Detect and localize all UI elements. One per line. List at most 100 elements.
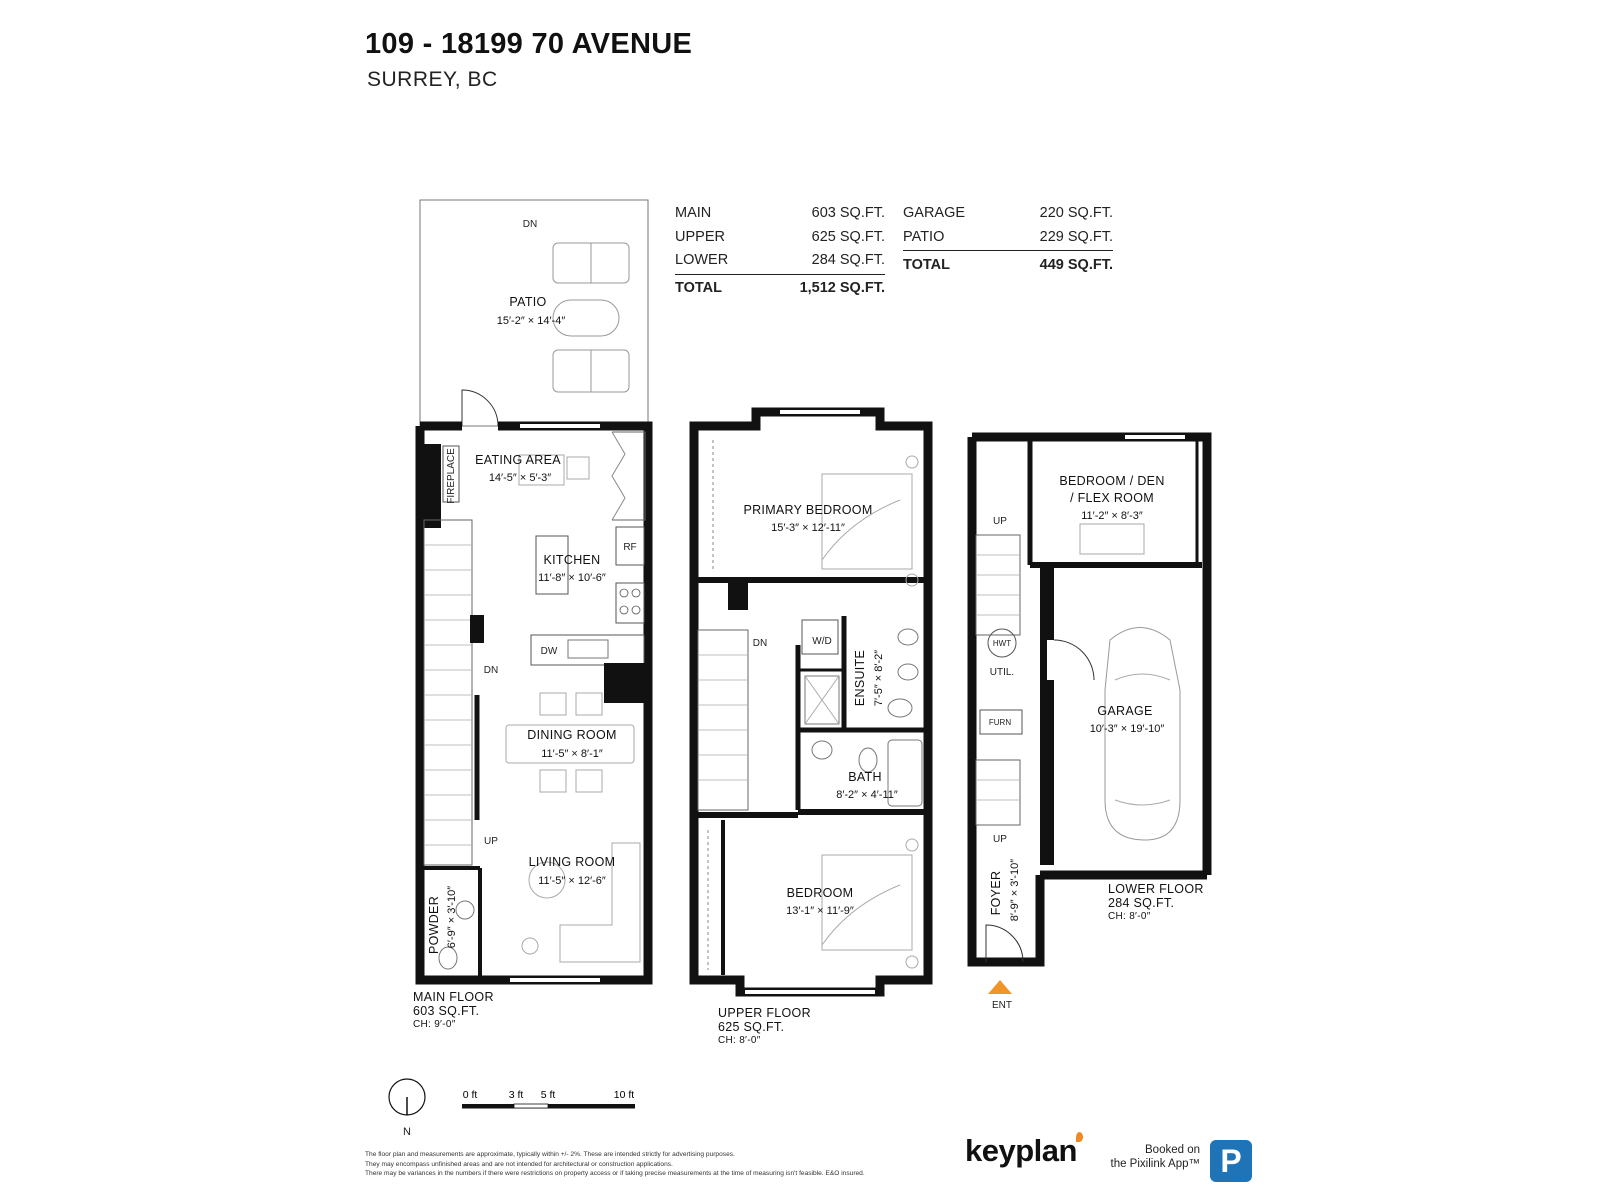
area-label: PATIO	[903, 229, 945, 245]
area-label: LOWER	[675, 252, 729, 268]
ensuite-toilet-icon	[887, 698, 913, 718]
dining-room-name: DINING ROOM	[527, 728, 616, 742]
keyplan-logo-mark-icon	[1076, 1132, 1083, 1142]
lower-stairs	[975, 534, 1021, 636]
stove-icon	[615, 582, 645, 624]
area-table-living: MAIN 603 SQ.FT. UPPER 625 SQ.FT. LOWER 2…	[675, 205, 885, 305]
keyplan-logo[interactable]: keyplan	[965, 1133, 1077, 1168]
powder-sink-icon	[455, 900, 475, 920]
primary-bedroom-name: PRIMARY BEDROOM	[743, 503, 872, 517]
pixilink-app-icon[interactable]: P	[1210, 1140, 1252, 1182]
util-label: UTIL.	[990, 667, 1014, 678]
patio-name: PATIO	[509, 295, 546, 309]
bedroom-name: BEDROOM	[787, 886, 854, 900]
floor-name: LOWER FLOOR	[1108, 882, 1204, 896]
dining-room-dim: 11′-5″ × 8′-1″	[541, 748, 603, 760]
bath-name: BATH	[848, 770, 882, 784]
patio-table-icon	[552, 299, 620, 337]
foyer-up-label: UP	[993, 834, 1007, 845]
patio-dn-label: DN	[523, 219, 537, 230]
primary-bedroom-dim: 15′-3″ × 12′-11″	[771, 522, 845, 534]
scale-10: 10 ft	[614, 1089, 635, 1101]
entry-label: ENT	[992, 1000, 1012, 1011]
disclaimer-line: They may encompass unfinished areas and …	[365, 1160, 673, 1168]
property-city: SURREY, BC	[367, 68, 498, 91]
car-icon	[1104, 627, 1181, 841]
area-value: 229 SQ.FT.	[1039, 229, 1113, 245]
primary-bed-icon	[821, 473, 913, 570]
water-heater-icon	[987, 628, 1017, 658]
flex-room-name: BEDROOM / DEN	[1059, 474, 1164, 488]
upper-outer-walls	[689, 407, 933, 997]
area-table-other: GARAGE 220 SQ.FT. PATIO 229 SQ.FT. TOTAL…	[903, 205, 1113, 285]
area-total-value: 1,512 SQ.FT.	[799, 280, 885, 296]
dishwasher-label: DW	[541, 646, 558, 657]
ceiling-height: CH: 8′-0″	[718, 1035, 761, 1046]
disclaimer: The floor plan and measurements are appr…	[365, 1150, 925, 1179]
area-value: 220 SQ.FT.	[1039, 205, 1113, 221]
garage-door-icon	[1053, 639, 1095, 681]
ensuite-sink-icon	[897, 628, 919, 646]
lower-outer-walls	[967, 432, 1212, 967]
bath-sink-icon	[811, 740, 833, 760]
disclaimer-line: The floor plan and measurements are appr…	[365, 1151, 735, 1158]
scale-3: 3 ft	[509, 1089, 524, 1101]
upper-floor-label: UPPER FLOOR 625 SQ.FT. CH: 8′-0″	[718, 1006, 811, 1048]
ensuite-dim: 7′-5″ × 8′-2″	[873, 650, 885, 706]
floor-area: 284 SQ.FT.	[1108, 896, 1175, 910]
upper-floor-plan: PRIMARY BEDROOM 15′-3″ × 12′-11″ DN W/D …	[689, 407, 933, 997]
garage-dim: 10′-3″ × 19′-10″	[1090, 723, 1165, 735]
main-dn-label: DN	[484, 665, 498, 676]
area-total-label: TOTAL	[675, 280, 722, 296]
area-row-total: TOTAL 449 SQ.FT.	[903, 257, 1113, 279]
shower-icon	[804, 675, 840, 725]
scale-5: 5 ft	[541, 1089, 556, 1101]
compass: N	[388, 1078, 426, 1138]
furnace-icon	[979, 709, 1023, 735]
powder-name: POWDER	[427, 896, 441, 954]
kitchen-dim: 11′-8″ × 10′-6″	[538, 572, 606, 584]
ceiling-height: CH: 9′-0″	[413, 1019, 456, 1030]
main-stairs	[423, 519, 473, 866]
area-divider	[903, 250, 1113, 251]
area-row-lower: LOWER 284 SQ.FT.	[675, 252, 885, 274]
patio-door-icon	[461, 389, 499, 427]
area-value: 625 SQ.FT.	[811, 229, 885, 245]
area-row-upper: UPPER 625 SQ.FT.	[675, 229, 885, 251]
water-heater-label: HWT	[993, 639, 1011, 648]
living-room-name: LIVING ROOM	[529, 855, 616, 869]
kitchen-name: KITCHEN	[544, 553, 601, 567]
area-divider	[675, 274, 885, 275]
booked-line: the Pixilink App™	[1110, 1158, 1201, 1170]
upper-stairs	[697, 629, 749, 811]
floor-area: 603 SQ.FT.	[413, 1004, 480, 1018]
fridge-icon	[615, 526, 645, 566]
main-floor-plan: DN PATIO 15′-2″ × 14′-4″ EATING AREA 14′…	[415, 199, 653, 985]
entry-door-icon	[985, 924, 1024, 963]
north-label: N	[403, 1126, 411, 1138]
area-label: MAIN	[675, 205, 712, 221]
flex-desk-icon	[1079, 523, 1145, 555]
eating-area-dim: 14′-5″ × 5′-3″	[489, 472, 551, 484]
bedroom-dim: 13′-1″ × 11′-9″	[786, 905, 854, 917]
washer-dryer-icon	[801, 619, 839, 655]
bedroom-bed-icon	[821, 854, 913, 951]
floor-name: UPPER FLOOR	[718, 1006, 811, 1020]
foyer-name: FOYER	[989, 871, 1003, 916]
flex-room-dim: 11′-2″ × 8′-3″	[1081, 510, 1143, 522]
area-row-total: TOTAL 1,512 SQ.FT.	[675, 280, 885, 302]
bath-toilet-icon	[858, 747, 878, 773]
eating-table-icon	[518, 454, 565, 486]
floor-area: 625 SQ.FT.	[718, 1020, 785, 1034]
powder-dim: 6′-9″ × 3′-10″	[446, 886, 458, 948]
area-row-main: MAIN 603 SQ.FT.	[675, 205, 885, 227]
foyer-dim: 8′-9″ × 3′-10″	[1009, 859, 1021, 921]
scale-bar: 0 ft 3 ft 5 ft 10 ft	[462, 1089, 635, 1109]
entry-marker-icon	[988, 980, 1012, 994]
area-total-label: TOTAL	[903, 257, 950, 273]
lower-floor-label: LOWER FLOOR 284 SQ.FT. CH: 8′-0″	[1108, 882, 1204, 924]
powder-toilet-icon	[438, 946, 458, 970]
main-floor-label: MAIN FLOOR 603 SQ.FT. CH: 9′-0″	[413, 990, 494, 1032]
area-label: UPPER	[675, 229, 725, 245]
